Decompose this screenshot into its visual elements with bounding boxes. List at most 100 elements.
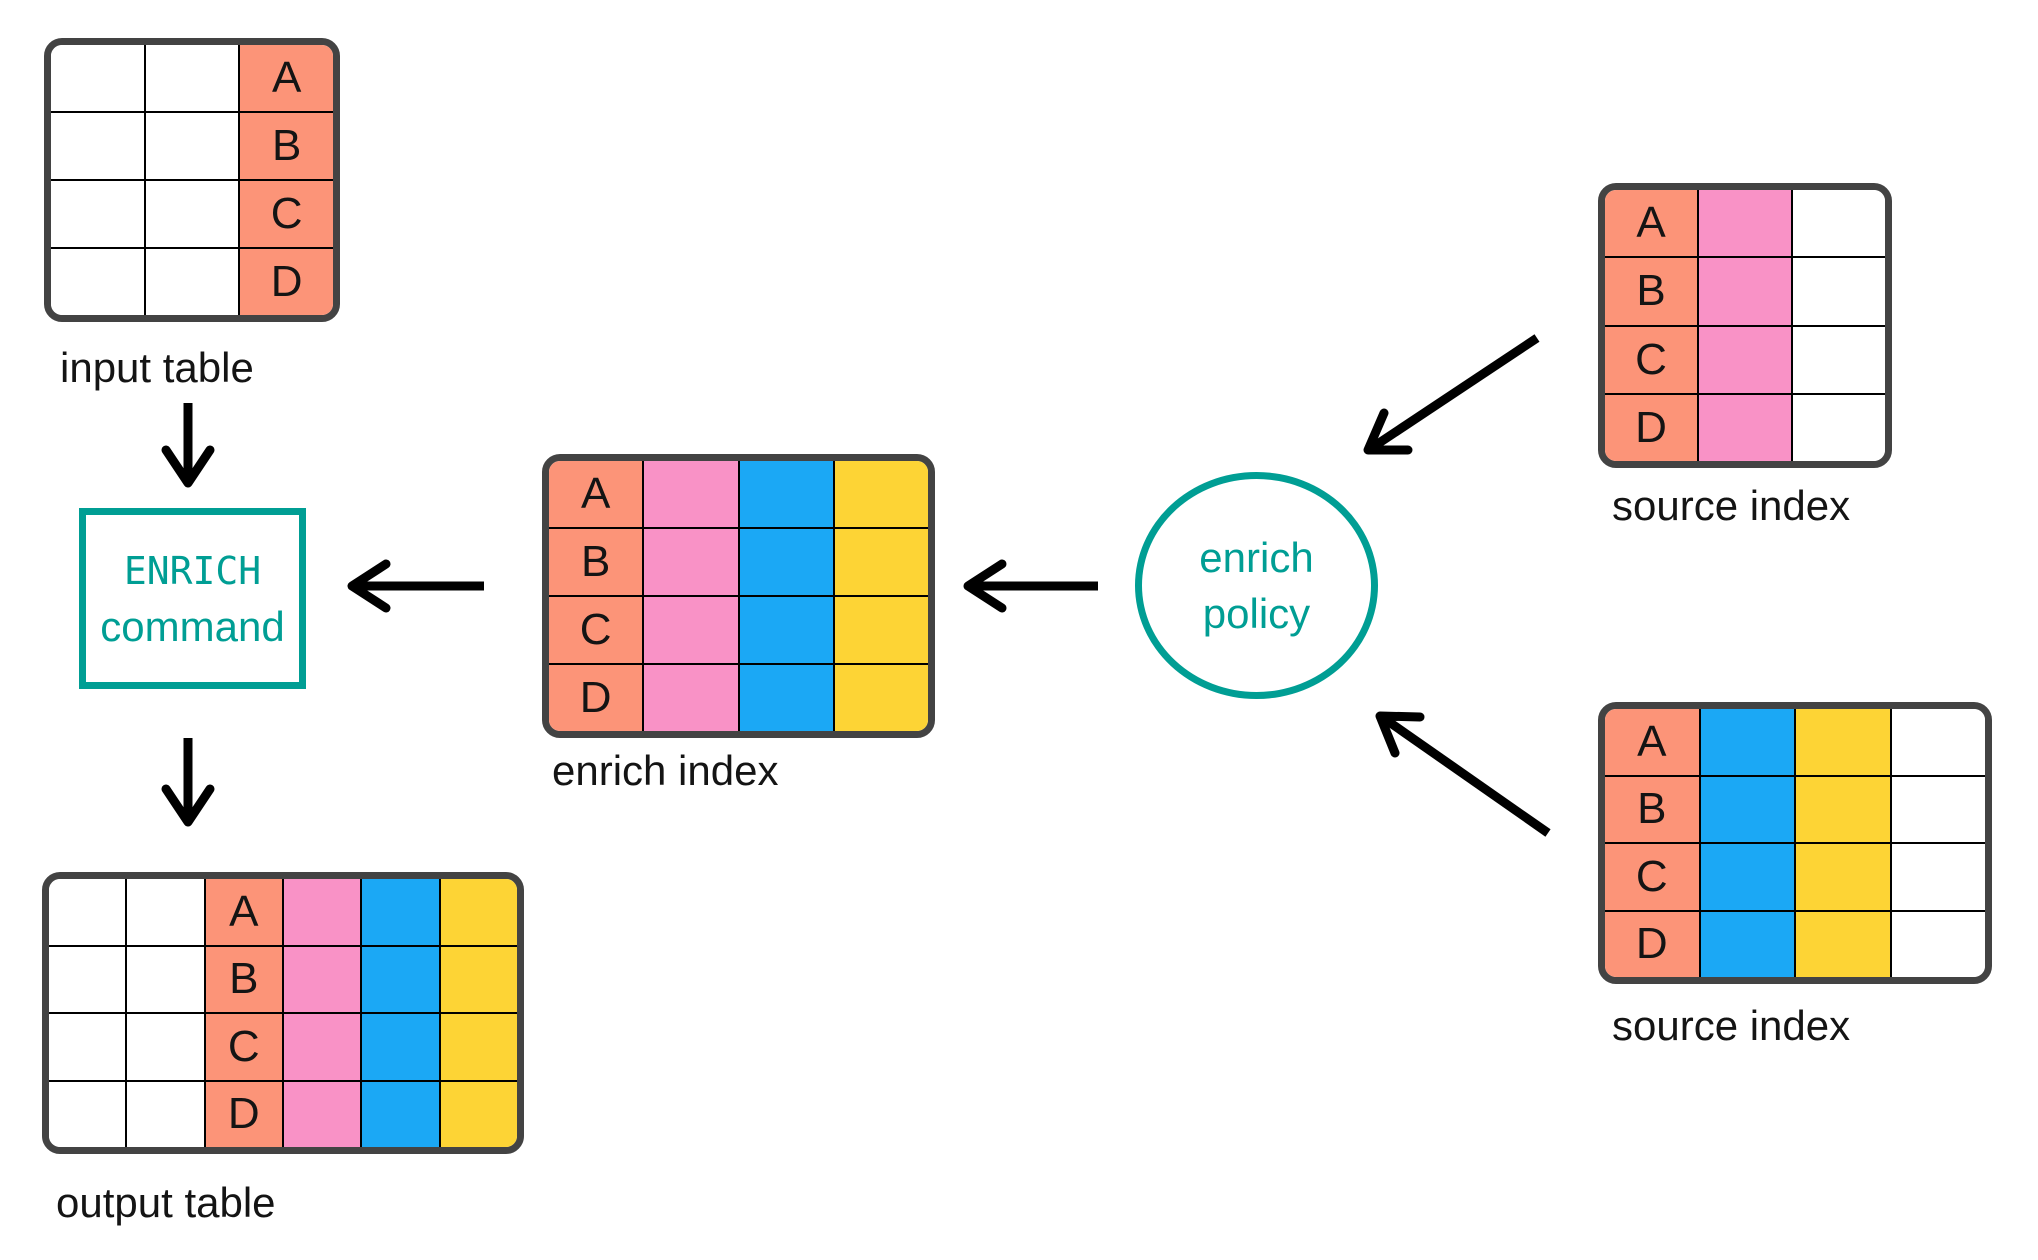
table-cell [644, 461, 740, 527]
key-cell-B: B [1605, 776, 1701, 842]
table-cell [1793, 190, 1885, 257]
table-cell [644, 597, 740, 663]
table-row: C [49, 1014, 517, 1082]
table-row: B [1605, 776, 1985, 844]
enrich-command-box: ENRICH command [79, 508, 306, 689]
table-cell [1796, 776, 1892, 842]
table-row: C [549, 597, 928, 665]
table-row: C [1605, 844, 1985, 912]
table-cell [1793, 326, 1885, 393]
enrich-policy-word-1: enrich [1199, 533, 1314, 581]
key-cell-C: C [1605, 844, 1701, 910]
table-cell [145, 113, 241, 179]
table-cell [1699, 258, 1793, 325]
table-row: C [51, 181, 333, 249]
table-cell [145, 181, 241, 247]
arrow-enrich-policy-to-enrich-index [963, 559, 1098, 613]
source-index-top-label: source index [1612, 482, 1851, 529]
table-cell [1699, 326, 1793, 393]
table-cell [49, 879, 128, 945]
table-cell [1700, 709, 1796, 775]
table-cell [834, 597, 928, 663]
table-cell [362, 879, 441, 945]
key-cell-A: A [240, 45, 333, 111]
table-cell [1796, 911, 1892, 977]
key-cell-A: A [1605, 190, 1699, 257]
table-cell [283, 946, 363, 1012]
key-cell-B: B [549, 529, 645, 595]
arrow-input-table-to-enrich-command [161, 403, 215, 488]
table-cell [127, 946, 206, 1012]
key-cell-C: C [549, 597, 645, 663]
table-cell [644, 665, 740, 731]
table-cell [49, 1014, 128, 1080]
table-cell [739, 529, 835, 595]
table-row: A [49, 879, 517, 947]
key-cell-B: B [205, 946, 284, 1012]
table-row: B [51, 113, 333, 181]
table-row: A [549, 461, 928, 529]
key-cell-D: D [1605, 911, 1701, 977]
table-row: D [549, 665, 928, 731]
table-cell [49, 946, 128, 1012]
table-cell [739, 461, 835, 527]
table-cell [1796, 844, 1892, 910]
table-row: D [51, 249, 333, 315]
key-cell-D: D [1605, 394, 1699, 461]
source-index-bottom-label: source index [1612, 1002, 1851, 1049]
table-cell [283, 879, 363, 945]
table-row: D [49, 1081, 517, 1147]
table-cell [1699, 190, 1793, 257]
table-cell [834, 461, 928, 527]
table-row: D [1605, 911, 1985, 977]
arrow-enrich-command-to-output-table [161, 738, 215, 827]
key-cell-C: C [1605, 326, 1699, 393]
table-cell [1699, 394, 1793, 461]
table-cell [283, 1081, 363, 1147]
table-cell [1700, 776, 1796, 842]
table-cell [1793, 394, 1885, 461]
enrich-policy-word-2: policy [1202, 589, 1311, 637]
key-cell-D: D [205, 1081, 284, 1147]
key-cell-B: B [1605, 258, 1699, 325]
table-cell [51, 249, 146, 315]
table-row: B [1605, 258, 1885, 327]
table-cell [127, 1014, 206, 1080]
table-row: A [51, 45, 333, 113]
table-cell [51, 181, 146, 247]
table-cell [145, 45, 241, 111]
table-cell [440, 879, 517, 945]
table-cell [834, 665, 928, 731]
arrow-enrich-index-to-enrich-command [347, 559, 484, 613]
table-cell [440, 1014, 517, 1080]
key-cell-D: D [240, 249, 333, 315]
table-cell [1796, 709, 1892, 775]
table-cell [834, 529, 928, 595]
enrich-command-word: command [100, 602, 285, 650]
table-cell [440, 946, 517, 1012]
enrich-policy-circle: enrich policy [1135, 472, 1378, 699]
table-cell [127, 1081, 206, 1147]
table-cell [644, 529, 740, 595]
table-cell [1700, 844, 1796, 910]
key-cell-C: C [240, 181, 333, 247]
key-cell-B: B [240, 113, 333, 179]
key-cell-A: A [549, 461, 645, 527]
table-cell [1700, 911, 1796, 977]
key-cell-A: A [205, 879, 284, 945]
table-cell [1891, 709, 1985, 775]
table-cell [362, 1081, 441, 1147]
table-cell [145, 249, 241, 315]
key-cell-A: A [1605, 709, 1701, 775]
table-cell [1891, 844, 1985, 910]
table-cell [1793, 258, 1885, 325]
table-cell [739, 597, 835, 663]
table-cell [51, 113, 146, 179]
table-row: A [1605, 709, 1985, 777]
table-cell [440, 1081, 517, 1147]
